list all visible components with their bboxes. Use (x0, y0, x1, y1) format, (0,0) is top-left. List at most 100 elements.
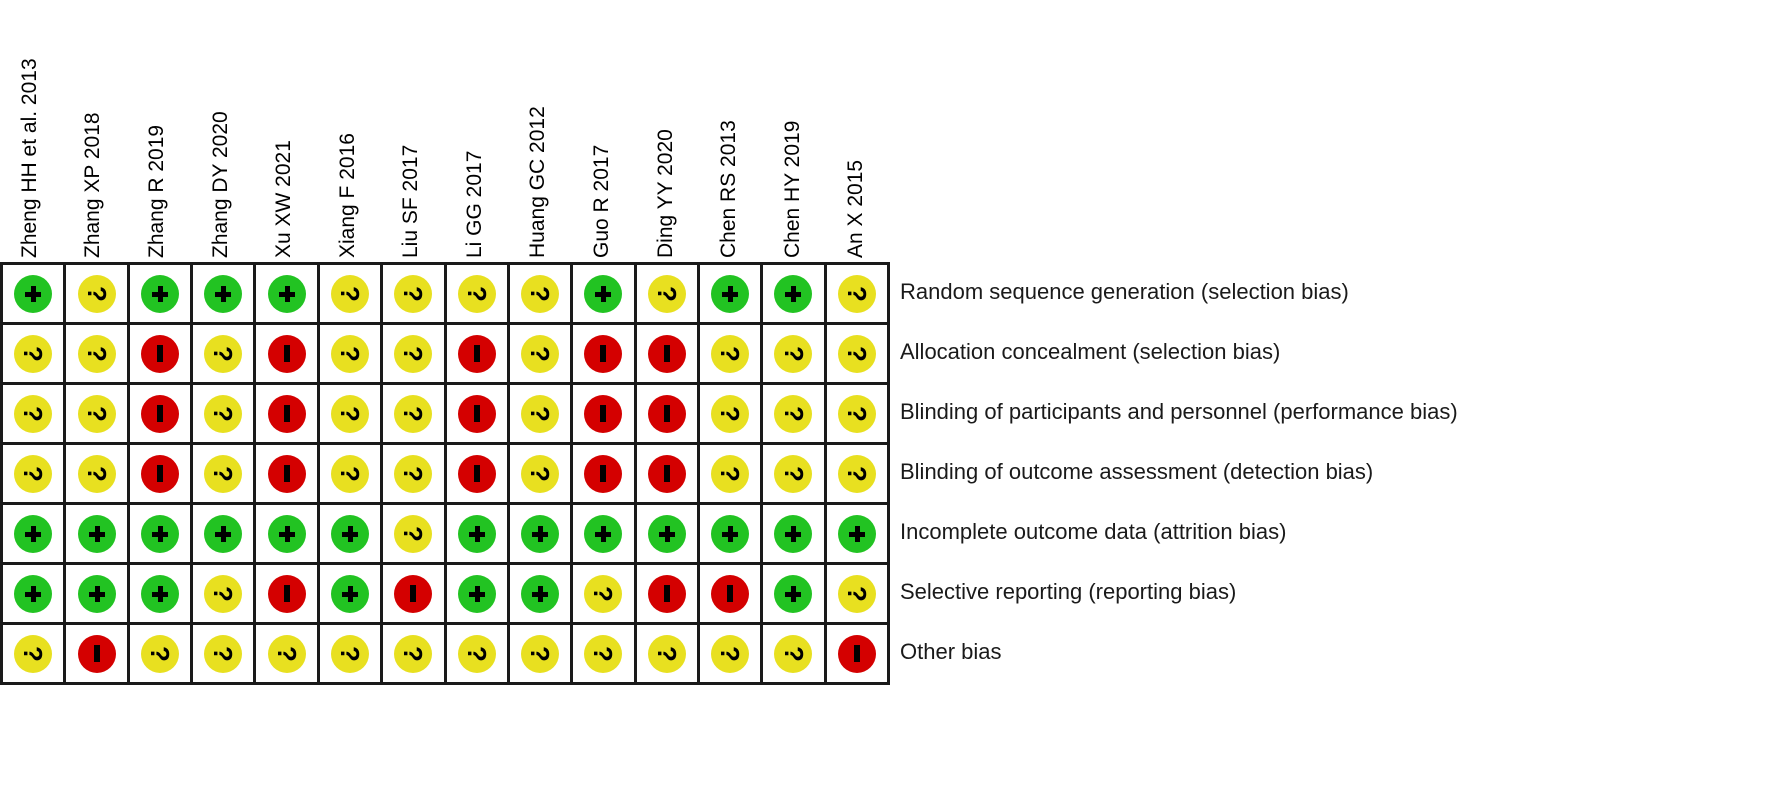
risk-cell[interactable]: ? (383, 325, 447, 385)
risk-cell[interactable]: ? (66, 325, 130, 385)
bias-domain-label: Blinding of participants and personnel (… (900, 399, 1458, 424)
risk-cell[interactable]: ? (509, 445, 574, 505)
risk-cell[interactable]: ? (193, 325, 257, 385)
unclear-risk-icon: ? (647, 274, 686, 313)
risk-cell[interactable]: ? (3, 325, 67, 385)
risk-cell[interactable] (319, 565, 384, 625)
risk-cell[interactable] (446, 505, 510, 565)
risk-cell[interactable]: ? (573, 625, 637, 685)
risk-cell[interactable]: ? (636, 265, 700, 325)
risk-cell[interactable]: ? (383, 445, 447, 505)
risk-cell[interactable] (699, 565, 764, 625)
risk-cell[interactable] (573, 385, 637, 445)
risk-cell[interactable] (763, 565, 827, 625)
risk-cell[interactable]: ? (383, 385, 447, 445)
risk-cell[interactable]: ? (763, 445, 827, 505)
risk-cell[interactable]: ? (826, 325, 891, 385)
risk-cell[interactable] (66, 565, 130, 625)
risk-cell[interactable] (826, 625, 891, 685)
risk-cell[interactable]: ? (319, 325, 384, 385)
risk-cell[interactable] (699, 265, 764, 325)
risk-cell[interactable]: ? (826, 565, 891, 625)
risk-cell[interactable]: ? (319, 385, 384, 445)
risk-cell[interactable] (636, 325, 700, 385)
risk-cell[interactable] (826, 505, 891, 565)
risk-cell[interactable]: ? (826, 385, 891, 445)
risk-cell[interactable] (3, 565, 67, 625)
risk-cell[interactable] (509, 505, 574, 565)
risk-cell[interactable] (763, 265, 827, 325)
risk-cell[interactable] (256, 445, 320, 505)
risk-cell[interactable] (636, 565, 700, 625)
risk-cell[interactable]: ? (383, 625, 447, 685)
risk-cell[interactable]: ? (573, 565, 637, 625)
risk-cell[interactable]: ? (383, 505, 447, 565)
risk-cell[interactable] (573, 325, 637, 385)
risk-cell[interactable] (66, 625, 130, 685)
risk-cell[interactable]: ? (383, 265, 447, 325)
risk-cell[interactable]: ? (256, 625, 320, 685)
risk-cell[interactable]: ? (509, 625, 574, 685)
risk-cell[interactable]: ? (509, 265, 574, 325)
risk-cell[interactable] (636, 505, 700, 565)
risk-cell[interactable]: ? (319, 625, 384, 685)
risk-cell[interactable] (129, 565, 194, 625)
risk-cell[interactable] (256, 385, 320, 445)
risk-cell[interactable]: ? (446, 265, 510, 325)
risk-cell[interactable]: ? (446, 625, 510, 685)
risk-cell[interactable]: ? (509, 385, 574, 445)
risk-cell[interactable]: ? (129, 625, 194, 685)
risk-cell[interactable]: ? (193, 625, 257, 685)
risk-cell[interactable] (129, 325, 194, 385)
risk-cell[interactable] (636, 385, 700, 445)
risk-cell[interactable] (446, 565, 510, 625)
risk-cell[interactable]: ? (763, 625, 827, 685)
risk-cell[interactable] (193, 265, 257, 325)
risk-cell[interactable] (509, 565, 574, 625)
risk-cell[interactable]: ? (319, 265, 384, 325)
risk-cell[interactable]: ? (319, 445, 384, 505)
risk-cell[interactable]: ? (193, 445, 257, 505)
risk-cell[interactable]: ? (699, 385, 764, 445)
risk-cell[interactable]: ? (3, 445, 67, 505)
risk-cell[interactable] (256, 265, 320, 325)
risk-cell[interactable]: ? (826, 445, 891, 505)
risk-cell[interactable]: ? (763, 385, 827, 445)
risk-cell[interactable] (193, 505, 257, 565)
risk-cell[interactable] (636, 445, 700, 505)
risk-cell[interactable]: ? (636, 625, 700, 685)
risk-cell[interactable] (66, 505, 130, 565)
risk-cell[interactable]: ? (193, 385, 257, 445)
risk-cell[interactable]: ? (763, 325, 827, 385)
risk-cell[interactable]: ? (699, 445, 764, 505)
risk-cell[interactable] (446, 385, 510, 445)
risk-cell[interactable] (446, 445, 510, 505)
risk-cell[interactable]: ? (66, 265, 130, 325)
risk-cell[interactable] (129, 445, 194, 505)
risk-cell[interactable] (699, 505, 764, 565)
risk-cell[interactable] (3, 505, 67, 565)
risk-cell[interactable]: ? (193, 565, 257, 625)
risk-cell[interactable]: ? (3, 625, 67, 685)
risk-cell[interactable]: ? (826, 265, 891, 325)
risk-cell[interactable] (129, 505, 194, 565)
risk-cell[interactable]: ? (66, 385, 130, 445)
risk-cell[interactable] (573, 505, 637, 565)
risk-cell[interactable]: ? (699, 325, 764, 385)
risk-cell[interactable] (446, 325, 510, 385)
risk-cell[interactable] (573, 265, 637, 325)
risk-cell[interactable] (256, 565, 320, 625)
risk-cell[interactable] (3, 265, 67, 325)
risk-cell[interactable] (319, 505, 384, 565)
risk-cell[interactable] (763, 505, 827, 565)
risk-cell[interactable] (256, 325, 320, 385)
risk-cell[interactable]: ? (66, 445, 130, 505)
risk-cell[interactable] (129, 265, 194, 325)
risk-cell[interactable]: ? (3, 385, 67, 445)
risk-cell[interactable] (383, 565, 447, 625)
risk-cell[interactable] (573, 445, 637, 505)
risk-cell[interactable]: ? (509, 325, 574, 385)
risk-cell[interactable]: ? (699, 625, 764, 685)
risk-cell[interactable] (129, 385, 194, 445)
risk-cell[interactable] (256, 505, 320, 565)
